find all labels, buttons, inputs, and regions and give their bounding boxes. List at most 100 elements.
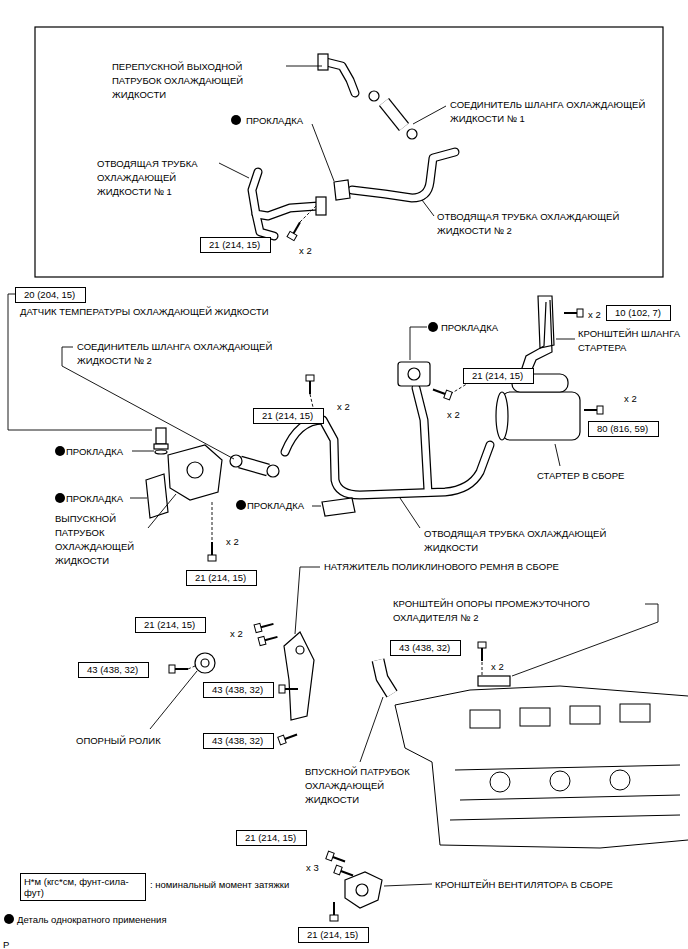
torque-value: 21 (214, 15) [307, 929, 360, 941]
inset-frame [35, 27, 663, 277]
part-label: ДАТЧИК ТЕМПЕРАТУРЫ ОХЛАЖДАЮЩЕЙ ЖИДКОСТИ [20, 305, 269, 319]
idler-pulley [195, 653, 215, 673]
hose-fill [240, 102, 404, 694]
single-use-dots [4, 115, 438, 924]
torque-box: 21 (214, 15) [253, 408, 324, 424]
pipe-flange [316, 197, 326, 215]
torque-box: 20 (204, 15) [15, 287, 86, 303]
outlet-port [187, 462, 203, 478]
legend-torque-box: Н*м (кгс*см, фунт-сила-фут) [20, 873, 146, 901]
sensor-hex [154, 444, 168, 449]
part-label: СОЕДИНИТЕЛЬ ШЛАНГА ОХЛАЖДАЮЩЕЙ ЖИДКОСТИ … [77, 340, 292, 368]
part-label: ВЫПУСКНОЙ ПАТРУБОК ОХЛАЖДАЮЩЕЙ ЖИДКОСТИ [55, 512, 145, 568]
quantity-label: x 2 [299, 244, 312, 258]
pipe-flange [398, 362, 430, 386]
part-label: ОТВОДЯЩАЯ ТРУБКА ОХЛАЖДАЮЩЕЙ ЖИДКОСТИ [424, 527, 649, 555]
bolts [169, 220, 603, 921]
torque-box: 21 (214, 15) [298, 927, 369, 943]
part-label: ПРОКЛАДКА [246, 114, 303, 128]
part-label: КРОНШТЕЙН ОПОРЫ ПРОМЕЖУТОЧНОГО ОХЛАДИТЕЛ… [393, 597, 638, 625]
leader-lines [8, 66, 658, 886]
part-label: ПРОКЛАДКА [66, 445, 123, 459]
torque-value: 10 (102, 7) [615, 307, 662, 319]
tensioner-hole [296, 646, 304, 654]
torque-box: 43 (438, 32) [78, 662, 149, 678]
quantity-label: x 2 [624, 392, 637, 406]
fan-bracket [345, 872, 382, 908]
torque-box: 43 (438, 32) [203, 682, 274, 698]
part-label: ПРОКЛАДКА [441, 321, 498, 335]
hose-outline [240, 102, 404, 694]
torque-box: 80 (816, 59) [588, 421, 659, 437]
legend-dot [4, 914, 14, 924]
sensor-body [156, 428, 166, 444]
part-label: ОТВОДЯЩАЯ ТРУБКА ОХЛАЖДАЮЩЕЙ ЖИДКОСТИ № … [97, 157, 215, 199]
torque-value: 43 (438, 32) [212, 735, 265, 747]
torque-value: 43 (438, 32) [87, 664, 140, 676]
part-label: НАТЯЖИТЕЛЬ ПОЛИКЛИНОВОГО РЕМНЯ В СБОРЕ [324, 560, 559, 574]
part-shapes [146, 54, 580, 908]
legend-entry: : номинальный момент затяжки [150, 878, 289, 892]
torque-box: 43 (438, 32) [203, 733, 274, 749]
legend-text: : номинальный момент затяжки [150, 879, 289, 890]
part-label: КРОНШТЕЙН ШЛАНГА СТАРТЕРА [578, 327, 682, 355]
bypass-outlet-flange [318, 54, 328, 70]
torque-value: 21 (214, 15) [472, 370, 525, 382]
torque-value: 21 (214, 15) [195, 572, 248, 584]
torque-value: 21 (214, 15) [245, 832, 298, 844]
idler-hub [201, 659, 209, 667]
part-label: КРОНШТЕЙН ВЕНТИЛЯТОРА В СБОРЕ [435, 878, 613, 892]
part-label: ОТВОДЯЩАЯ ТРУБКА ОХЛАЖДАЮЩЕЙ ЖИДКОСТИ № … [437, 210, 657, 238]
torque-value: 43 (438, 32) [212, 684, 265, 696]
part-label: СОЕДИНИТЕЛЬ ШЛАНГА ОХЛАЖДАЮЩЕЙ ЖИДКОСТИ … [450, 98, 660, 126]
pipe-gasket [322, 498, 355, 516]
torque-value: 43 (438, 32) [399, 642, 452, 654]
torque-box: 21 (214, 15) [135, 617, 206, 633]
quantity-label: x 2 [491, 660, 504, 674]
part-label: ПЕРЕПУСКНОЙ ВЫХОДНОЙ ПАТРУБОК ОХЛАЖДАЮЩЕ… [112, 60, 282, 102]
torque-value: 21 (214, 15) [144, 619, 197, 631]
part-label: ОПОРНЫЙ РОЛИК [76, 734, 161, 748]
torque-value: 20 (204, 15) [24, 289, 77, 301]
quantity-label: x 3 [306, 861, 319, 875]
torque-box: 21 (214, 15) [463, 368, 534, 384]
flange-port [408, 368, 420, 380]
starter-body [502, 392, 580, 440]
quantity-label: x 2 [226, 535, 239, 549]
quantity-label: x 2 [337, 400, 350, 414]
quantity-label: x 2 [588, 308, 601, 322]
hose-clamp [267, 465, 279, 477]
part-label: ПРОКЛАДКА [247, 499, 304, 513]
pipe-outline [252, 62, 490, 495]
legend-text: Деталь однократного применения [17, 914, 167, 925]
torque-box: 43 (438, 32) [390, 640, 461, 656]
fan-bracket-hub [356, 884, 368, 896]
torque-value: 21 (214, 15) [209, 239, 262, 251]
belt-tensioner [284, 632, 314, 720]
hose-clamp [230, 455, 242, 467]
hose-clamp [407, 129, 417, 139]
hose-clamp [369, 91, 379, 101]
figure-code: P [3, 938, 9, 949]
torque-box: 21 (214, 15) [186, 570, 257, 586]
engine-block [395, 686, 688, 848]
torque-box: 10 (102, 7) [606, 305, 671, 321]
torque-box: 21 (214, 15) [236, 830, 307, 846]
part-label: СТАРТЕР В СБОРЕ [537, 469, 624, 483]
sensor-gasket [155, 450, 167, 454]
part-label: ВПУСКНОЙ ПАТРУБОК ОХЛАЖДАЮЩЕЙ ЖИДКОСТИ [305, 765, 430, 807]
intercooler-bracket [478, 676, 510, 686]
coolant-outlet-housing [168, 445, 222, 500]
torque-value: Н*м (кгс*см, фунт-сила-фут) [24, 876, 142, 898]
gasket-shape [334, 180, 350, 200]
outlet-gasket [146, 474, 168, 518]
legend-entry: Деталь однократного применения [17, 913, 167, 927]
pipe-fill [252, 62, 490, 495]
torque-value: 21 (214, 15) [262, 410, 315, 422]
starter-end [496, 392, 508, 440]
part-label: ПРОКЛАДКА [66, 492, 123, 506]
torque-value: 80 (816, 59) [597, 423, 650, 435]
starter-hoses [520, 300, 552, 374]
torque-box: 21 (214, 15) [200, 237, 271, 253]
